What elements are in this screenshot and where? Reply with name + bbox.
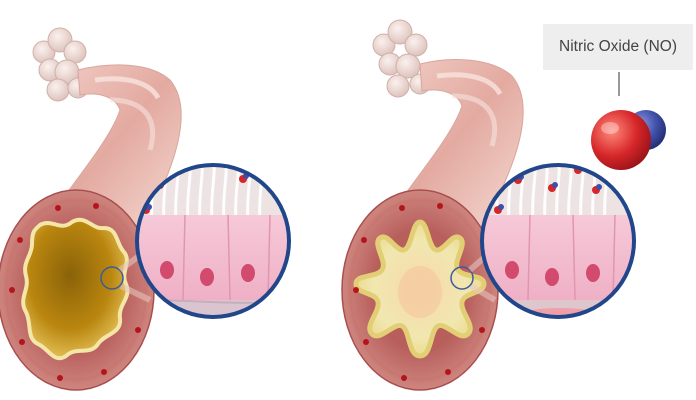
nitric-oxide-callout: Nitric Oxide (NO) bbox=[543, 24, 693, 70]
left-airway-cross-section bbox=[0, 190, 154, 390]
nitric-oxide-molecule bbox=[591, 110, 666, 170]
nitric-oxide-label: Nitric Oxide (NO) bbox=[559, 38, 677, 56]
right-airway-panel bbox=[342, 20, 666, 390]
right-airway-cross-section bbox=[342, 190, 498, 390]
left-airway-panel bbox=[0, 28, 300, 390]
